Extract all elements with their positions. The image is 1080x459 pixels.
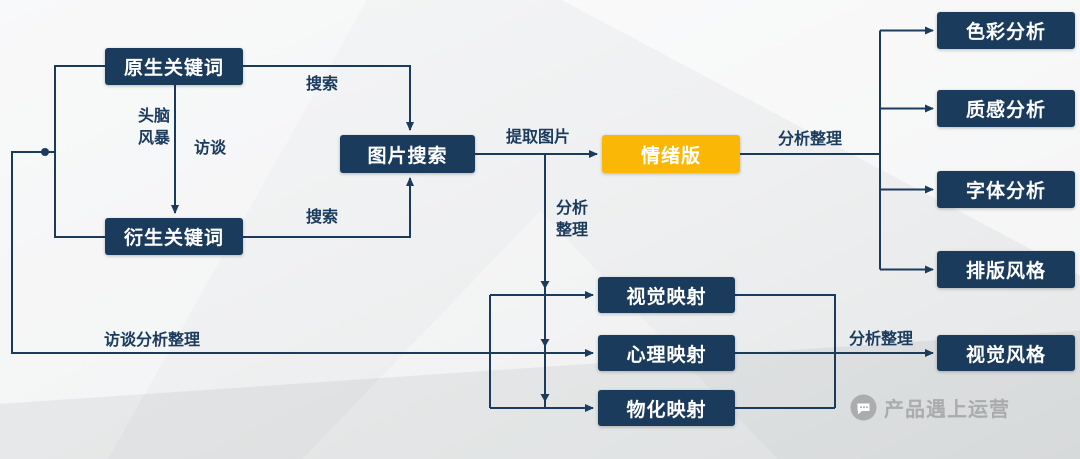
node-color-analysis: 色彩分析 bbox=[937, 12, 1075, 49]
node-visual-mapping: 视觉映射 bbox=[598, 277, 735, 313]
edge-label-brainstorm-line2: 风暴 bbox=[137, 130, 170, 147]
edge-label-analyze-line2: 整理 bbox=[555, 222, 588, 239]
edge-mood-to-right-bracket bbox=[740, 30, 881, 270]
node-texture-analysis: 质感分析 bbox=[937, 90, 1075, 127]
edge-label-interview: 访谈 bbox=[193, 140, 226, 157]
edge-interview-analyze-path bbox=[11, 151, 490, 354]
edge-label-search-derived: 搜索 bbox=[305, 209, 338, 226]
node-visual-style: 视觉风格 bbox=[937, 335, 1075, 371]
watermark-text: 产品遇上运营 bbox=[884, 399, 1010, 421]
edge-label-search-native: 搜索 bbox=[305, 76, 338, 93]
node-image-search: 图片搜索 bbox=[340, 135, 475, 173]
edge-label-brainstorm-line1: 头脑 bbox=[137, 108, 170, 125]
mid-arrow-down bbox=[540, 281, 550, 289]
watermark: 产品遇上运营 bbox=[850, 393, 1010, 422]
edge-label-analyze-line1: 分析 bbox=[555, 200, 588, 217]
edge-label-extract-images: 提取图片 bbox=[505, 129, 570, 146]
node-mood-board: 情绪版 bbox=[602, 135, 740, 173]
mid-arrow-down bbox=[540, 339, 550, 347]
node-psych-mapping: 心理映射 bbox=[598, 335, 735, 371]
node-native-keywords: 原生关键词 bbox=[105, 48, 243, 85]
edge-label-interview-analyze: 访谈分析整理 bbox=[103, 332, 200, 349]
node-font-analysis: 字体分析 bbox=[937, 171, 1075, 208]
edge-label-analyze-mapping: 分析整理 bbox=[848, 331, 913, 348]
edge-keyword-bracket bbox=[54, 65, 105, 238]
edge-mapping-collect bbox=[735, 294, 836, 409]
watermark-logo-icon bbox=[850, 394, 877, 421]
edge-native-to-imagesearch bbox=[243, 65, 414, 131]
edge-label-analyze-mood: 分析整理 bbox=[777, 131, 842, 148]
edge-label-brainstorm: 头脑 风暴 bbox=[128, 106, 180, 150]
junction-dot bbox=[41, 148, 49, 156]
node-layout-style: 排版风格 bbox=[937, 251, 1075, 288]
mid-arrow-down bbox=[540, 394, 550, 402]
node-derived-keywords: 衍生关键词 bbox=[105, 218, 243, 255]
edge-derived-to-imagesearch bbox=[243, 177, 414, 238]
node-material-mapping: 物化映射 bbox=[598, 390, 735, 426]
edge-label-analyze-vertical: 分析 整理 bbox=[549, 198, 595, 242]
